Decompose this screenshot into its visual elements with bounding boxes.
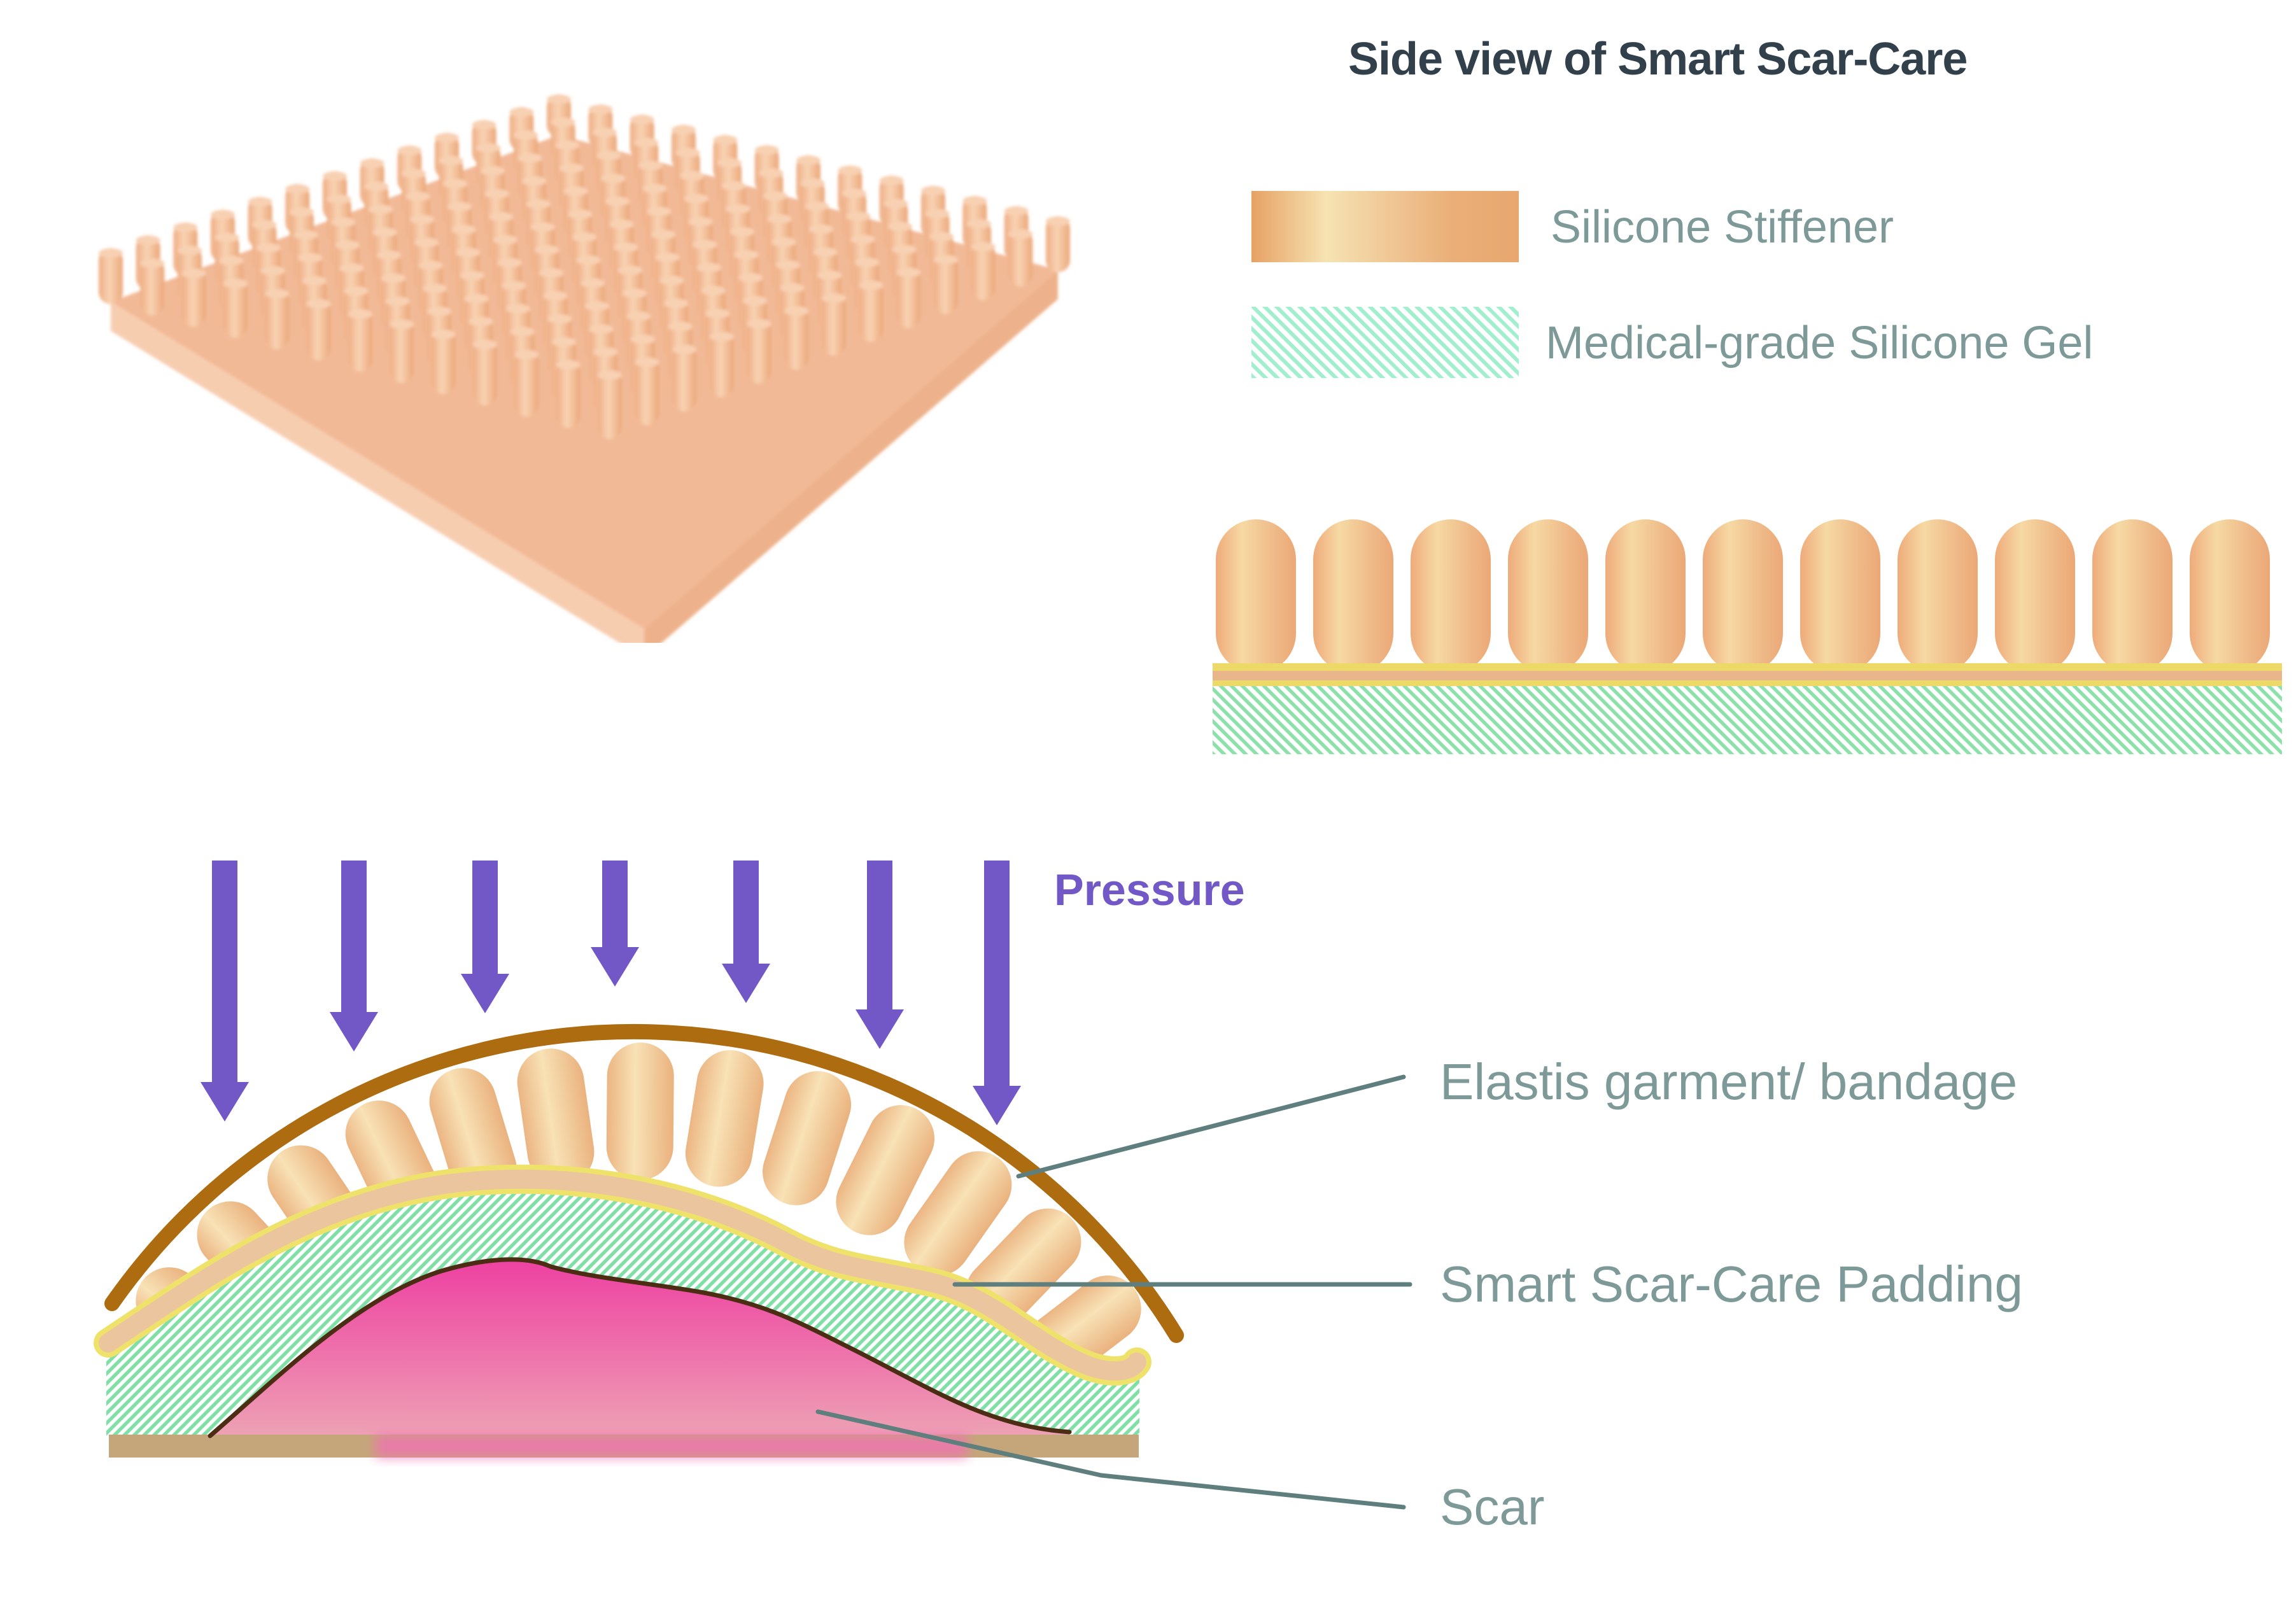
side-view-group [1213,519,2282,754]
legend-swatch-silicone-stiffener [1251,191,1519,262]
pressure-arrow-icon [330,861,378,1051]
annotation-scar: Scar [1440,1479,1545,1535]
leader-lines [815,1074,1412,1510]
scar-shape [210,1259,1069,1436]
pressure-diagram [94,861,1412,1510]
pressure-arrow-icon [461,861,509,1013]
pressure-arrows [201,861,1021,1125]
dome-group [94,1023,1184,1458]
annotation-smart-scar-care-padding: Smart Scar-Care Padding [1440,1256,2023,1312]
legend-label-silicone-stiffener: Silicone Stiffener [1551,202,1894,253]
legend-label-medical-grade-silicone-gel: Medical-grade Silicone Gel [1546,318,2094,369]
pressure-arrow-icon [201,861,249,1121]
product-photo-illustration [99,94,1070,643]
leader-line-scar [815,1409,1406,1510]
pressure-arrow-icon [856,861,904,1049]
pad-photo-group [99,94,1070,643]
elastic-garment-arc [104,1023,1184,1343]
pressure-arrow-icon [591,861,639,987]
side-view-diagram [1213,519,2282,754]
pressure-label: Pressure [1054,865,1245,915]
side-view-title: Side view of Smart Scar-Care [1348,34,1968,85]
pressure-arrow-icon [722,861,770,1003]
pressure-arrow-icon [973,861,1021,1125]
leader-line-elastic-garment-bandage [1016,1074,1406,1179]
legend-swatch-medical-grade-silicone-gel [1251,307,1519,378]
annotation-elastic-garment-bandage: Elastis garment/ bandage [1440,1053,2018,1110]
